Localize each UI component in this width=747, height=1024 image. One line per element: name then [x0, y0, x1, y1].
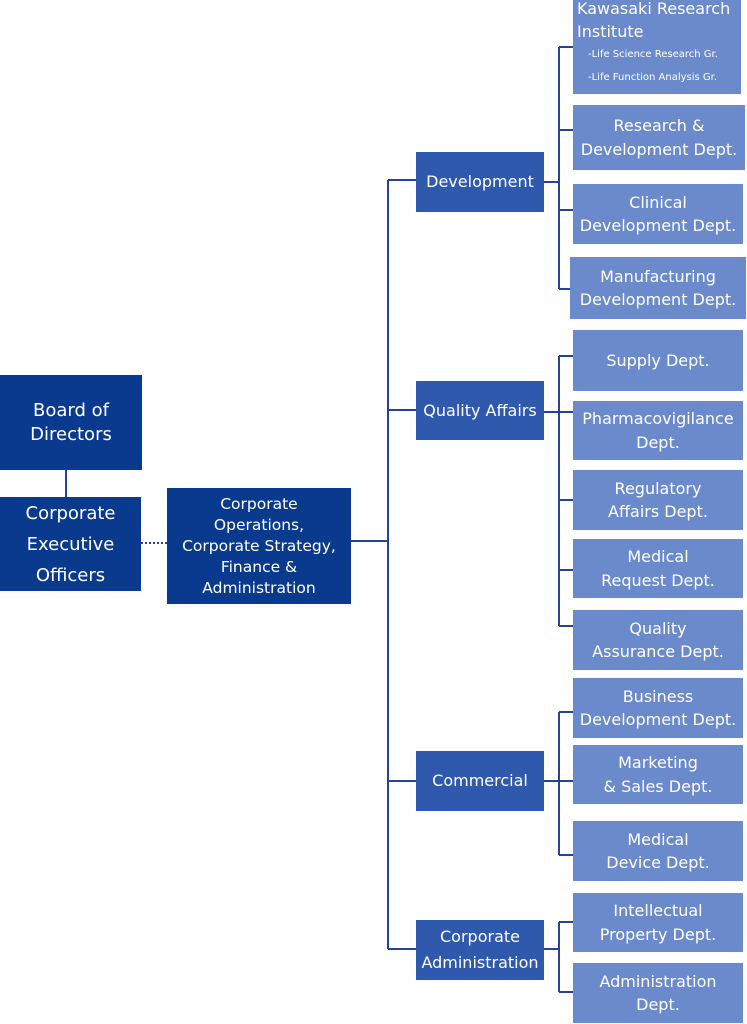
dept-medical-request: Medical Request Dept. [573, 539, 743, 598]
dept-clinical-development: Clinical Development Dept. [573, 184, 743, 244]
dept-kawasaki-research-institute: Kawasaki Research Institute -Life Scienc… [573, 0, 741, 94]
corporate-executive-officers-box: Corporate Executive Officers [0, 497, 141, 591]
division-quality-affairs: Quality Affairs [416, 381, 544, 440]
dept-quality-assurance: Quality Assurance Dept. [573, 610, 743, 670]
division-corporate-administration: Corporate Administration [416, 920, 544, 980]
dept-manufacturing-development: Manufacturing Development Dept. [570, 257, 746, 319]
dept-business-development: Business Development Dept. [573, 678, 743, 738]
division-commercial: Commercial [416, 751, 544, 811]
dept-pharmacovigilance: Pharmacovigilance Dept. [573, 401, 743, 460]
dept-supply: Supply Dept. [573, 330, 743, 391]
dept-intellectual-property: Intellectual Property Dept. [573, 893, 743, 952]
division-development: Development [416, 152, 544, 212]
corporate-operations-box: Corporate Operations, Corporate Strategy… [167, 488, 351, 604]
dept-regulatory-affairs: Regulatory Affairs Dept. [573, 470, 743, 530]
kawasaki-group-life-science: -Life Science Research Gr. [588, 49, 718, 60]
dept-administration: Administration Dept. [573, 963, 743, 1023]
dept-medical-device: Medical Device Dept. [573, 821, 743, 881]
dept-marketing-sales: Marketing & Sales Dept. [573, 745, 743, 804]
kawasaki-title: Kawasaki Research Institute [577, 0, 731, 41]
kawasaki-group-life-function: -Life Function Analysis Gr. [588, 72, 718, 83]
dept-research-development: Research & Development Dept. [573, 105, 745, 170]
board-of-directors-box: Board of Directors [0, 375, 142, 470]
